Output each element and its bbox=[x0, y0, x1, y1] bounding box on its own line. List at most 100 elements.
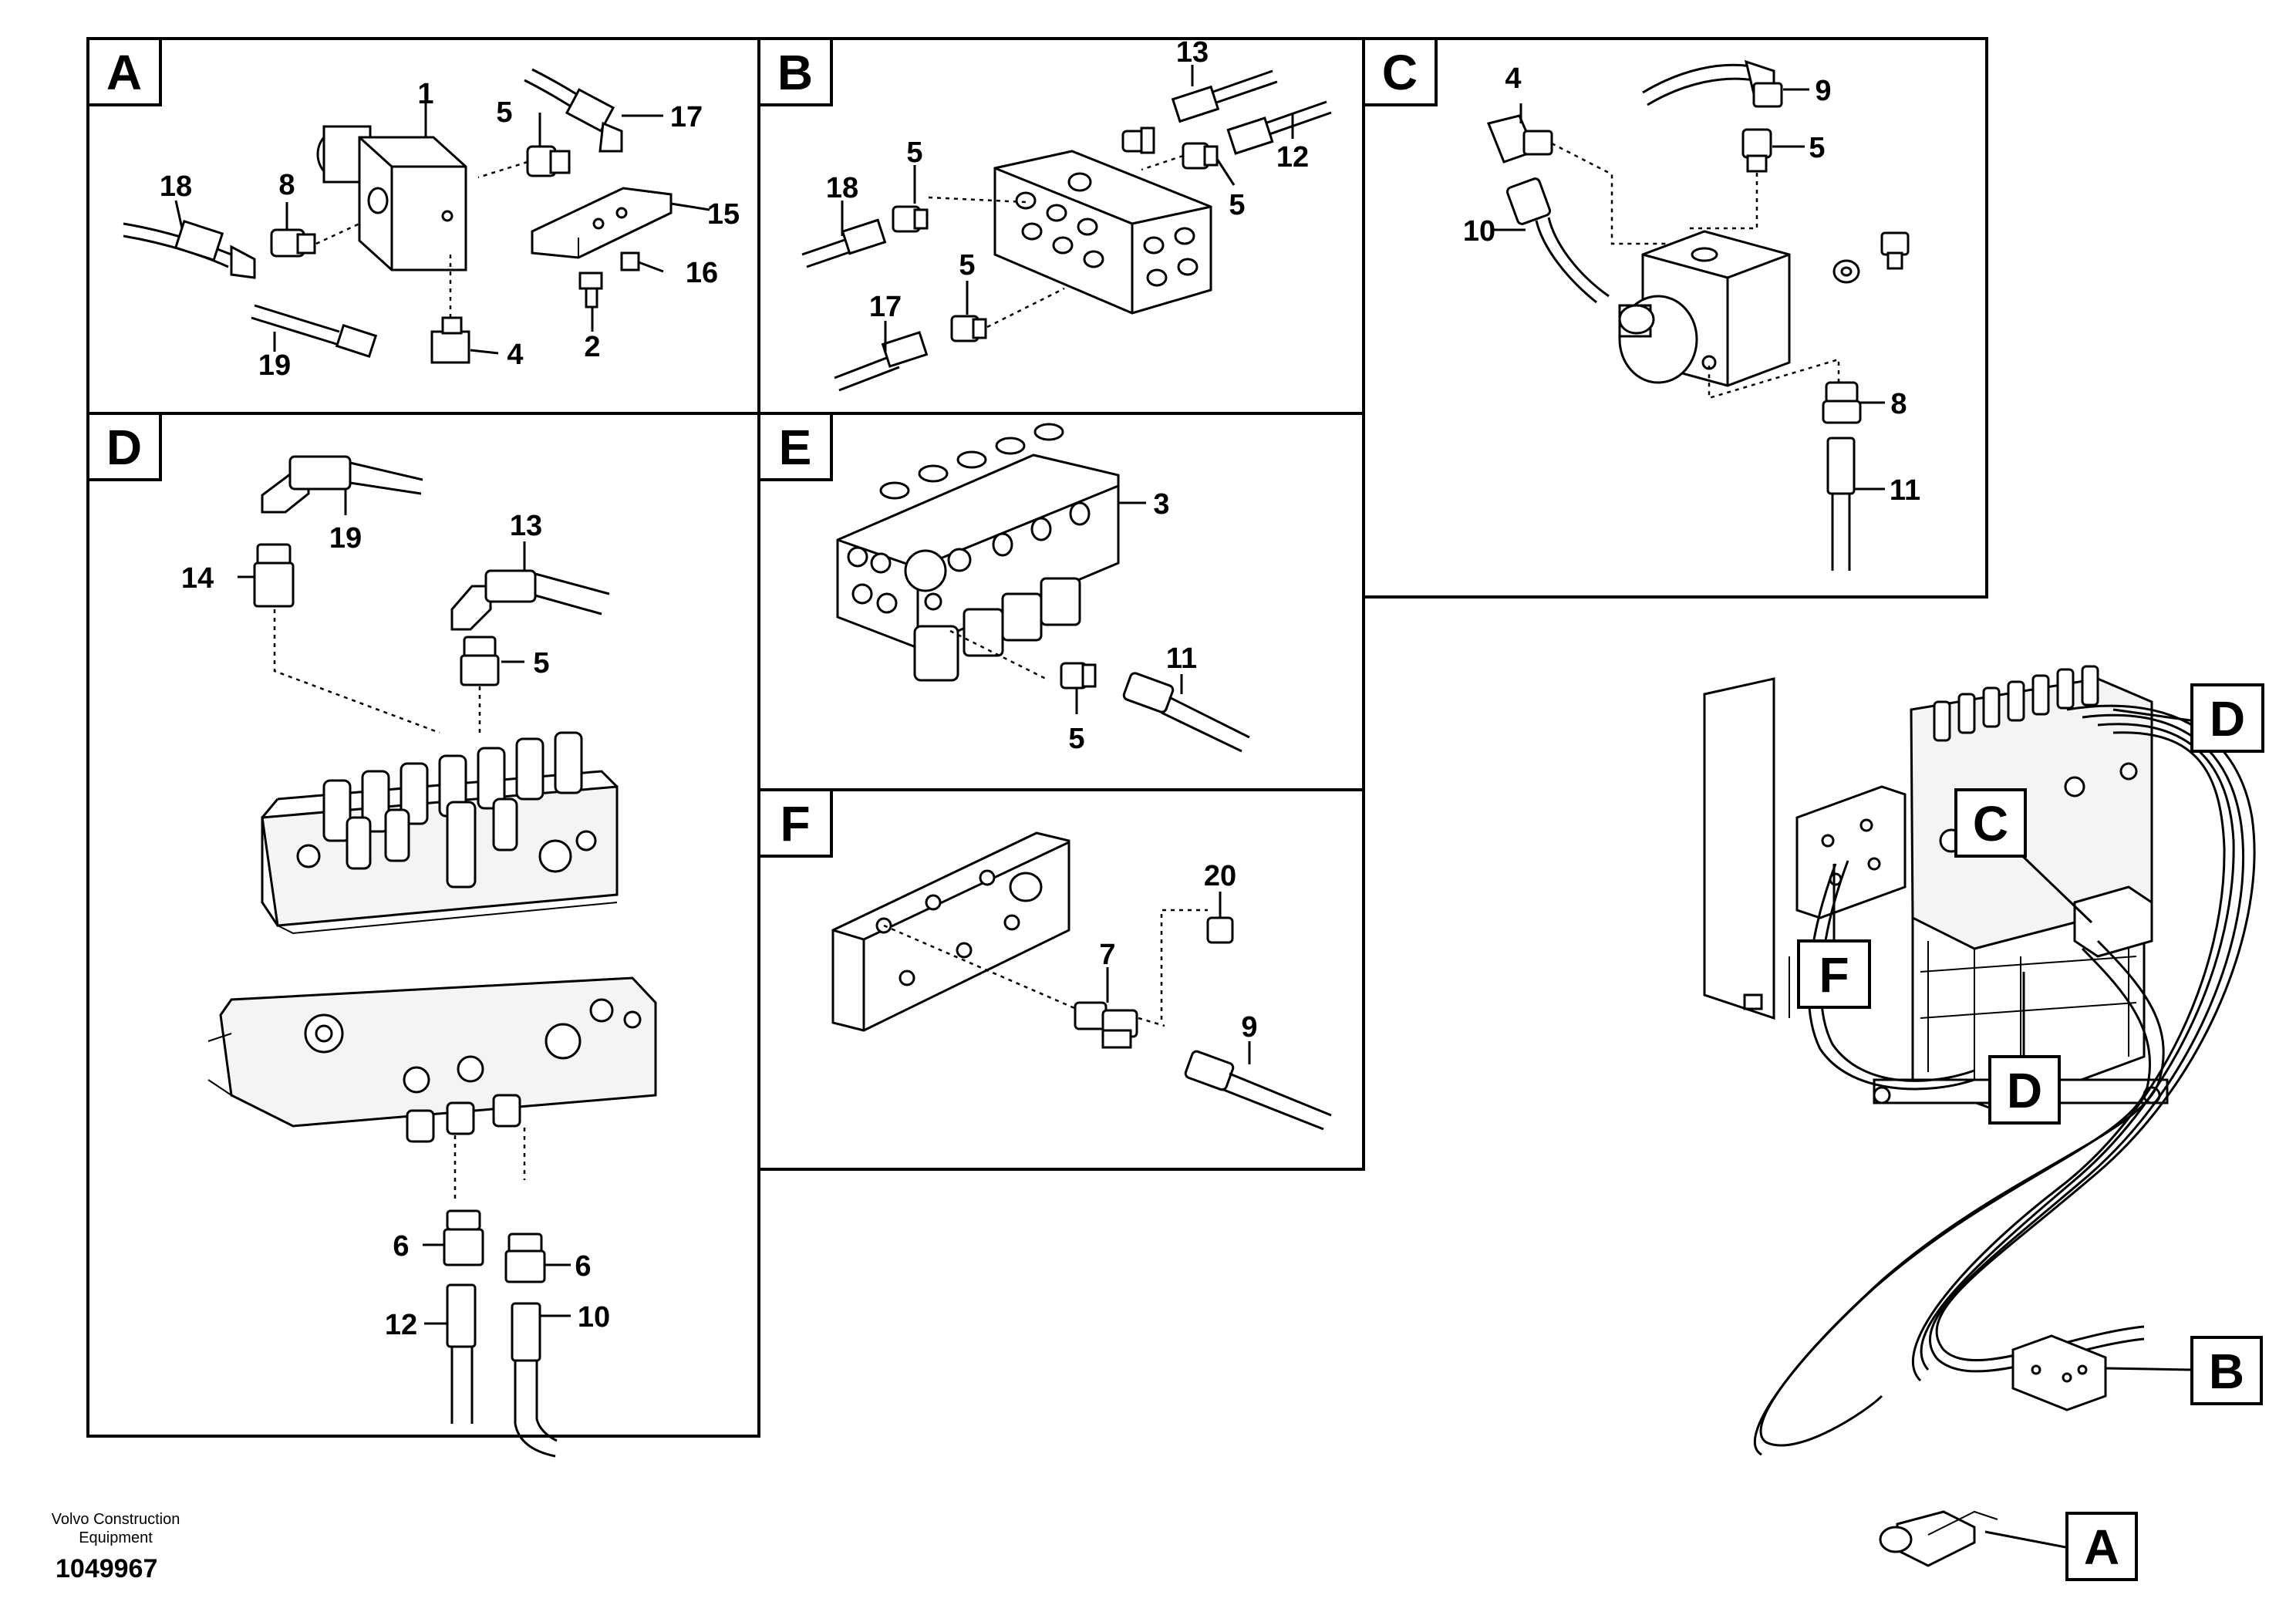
callout-d-bottom: D bbox=[1988, 972, 2061, 1125]
hose-11-c bbox=[1826, 437, 1885, 571]
fitting-5-d bbox=[460, 636, 524, 733]
label-d-14: 14 bbox=[181, 562, 214, 595]
label-c-4: 4 bbox=[1505, 62, 1521, 95]
panel-e: E bbox=[757, 412, 1250, 755]
label-d-6-left: 6 bbox=[393, 1230, 409, 1263]
manifold-block-e bbox=[836, 423, 1146, 682]
screw-2 bbox=[578, 271, 603, 332]
callout-d-top: D bbox=[2112, 683, 2264, 753]
panel-e-letter-box: E bbox=[757, 412, 833, 481]
label-d-12: 12 bbox=[385, 1309, 417, 1341]
panel-a-letter-box: A bbox=[86, 37, 162, 106]
plug-c bbox=[1880, 231, 1910, 270]
panel-d: D bbox=[86, 412, 657, 1458]
screw-16 bbox=[620, 251, 664, 273]
label-a-19: 19 bbox=[258, 349, 291, 382]
hose-17-b bbox=[834, 331, 929, 392]
panel-e-letter: E bbox=[779, 420, 812, 475]
hose-17-a bbox=[524, 68, 623, 153]
label-a-8: 8 bbox=[278, 169, 295, 201]
label-a-15: 15 bbox=[707, 198, 740, 231]
panel-a: A bbox=[86, 37, 740, 382]
label-a-5: 5 bbox=[496, 96, 512, 129]
panel-d-letter: D bbox=[106, 420, 142, 475]
svg-text:A: A bbox=[2084, 1519, 2119, 1575]
label-a-16: 16 bbox=[686, 257, 718, 289]
label-c-8: 8 bbox=[1890, 388, 1907, 420]
fitting-5-b-left bbox=[892, 196, 1027, 233]
label-d-19: 19 bbox=[329, 522, 362, 555]
panel-c: C bbox=[1362, 37, 1920, 571]
panel-f: F bbox=[757, 788, 1332, 1131]
hose-18 bbox=[123, 219, 256, 279]
label-b-12: 12 bbox=[1276, 141, 1309, 174]
fitting-5-c bbox=[1689, 128, 1805, 230]
label-d-13: 13 bbox=[510, 510, 542, 542]
label-b-5-lower: 5 bbox=[959, 249, 975, 282]
hose-10-c bbox=[1493, 177, 1610, 304]
label-e-5: 5 bbox=[1068, 723, 1084, 755]
label-d-10: 10 bbox=[578, 1301, 610, 1334]
panel-f-letter-box: F bbox=[757, 788, 833, 858]
hose-19-d bbox=[261, 455, 423, 515]
label-e-11: 11 bbox=[1166, 642, 1197, 675]
label-a-17: 17 bbox=[670, 101, 703, 133]
panel-frames bbox=[86, 37, 1988, 1438]
label-a-18: 18 bbox=[160, 170, 192, 203]
fitting-5-b-lower bbox=[950, 287, 1065, 342]
svg-text:D: D bbox=[2007, 1063, 2042, 1118]
label-a-1: 1 bbox=[417, 78, 433, 110]
adapter-8 bbox=[270, 228, 316, 258]
hose-9-c bbox=[1642, 59, 1809, 108]
sensor-4-a bbox=[430, 255, 499, 364]
label-f-7: 7 bbox=[1099, 939, 1115, 971]
panel-d-letter-box: D bbox=[86, 412, 162, 481]
fitting-5-b-right bbox=[1141, 142, 1219, 171]
fitting-top-b bbox=[1121, 126, 1155, 154]
hose-11-e bbox=[1122, 672, 1250, 753]
solenoid-valve bbox=[316, 125, 467, 271]
label-a-4: 4 bbox=[507, 339, 523, 371]
hose-13-d bbox=[450, 541, 610, 631]
control-valve-upper bbox=[261, 731, 619, 935]
bracket-15 bbox=[531, 187, 710, 259]
cap-20 bbox=[1206, 892, 1234, 944]
brand-label: Volvo Construction Equipment bbox=[51, 1511, 180, 1546]
valve-block-c bbox=[1618, 230, 1791, 387]
label-b-18: 18 bbox=[826, 172, 858, 204]
label-c-11: 11 bbox=[1890, 474, 1920, 507]
label-c-5: 5 bbox=[1809, 132, 1825, 164]
svg-text:F: F bbox=[1819, 947, 1849, 1003]
fitting-6-d-left bbox=[423, 1209, 484, 1266]
hose-12-d bbox=[424, 1283, 477, 1424]
washer-c bbox=[1832, 259, 1860, 284]
callout-b: B bbox=[2105, 1336, 2263, 1405]
drawing-number: 1049967 bbox=[56, 1554, 158, 1583]
label-d-5: 5 bbox=[533, 647, 549, 679]
label-b-5-left: 5 bbox=[906, 137, 922, 169]
label-f-9: 9 bbox=[1241, 1011, 1257, 1044]
callout-a: A bbox=[1984, 1512, 2138, 1581]
label-b-5-right: 5 bbox=[1229, 189, 1245, 221]
hose-12-b bbox=[1226, 100, 1332, 155]
panel-b: B bbox=[757, 36, 1332, 392]
manifold-block-b bbox=[993, 150, 1212, 315]
svg-text:C: C bbox=[1973, 796, 2008, 851]
panel-b-letter: B bbox=[777, 45, 813, 100]
svg-text:B: B bbox=[2209, 1344, 2244, 1399]
sensor-4-c bbox=[1486, 103, 1689, 245]
fitting-5-a bbox=[526, 145, 571, 177]
label-e-3: 3 bbox=[1153, 488, 1169, 521]
label-c-9: 9 bbox=[1815, 75, 1831, 107]
label-f-20: 20 bbox=[1204, 860, 1236, 892]
overview-assembly bbox=[1703, 665, 2256, 1567]
hose-13-b bbox=[1171, 69, 1278, 123]
label-b-17: 17 bbox=[869, 291, 902, 323]
hose-9-f bbox=[1184, 1041, 1332, 1131]
label-a-2: 2 bbox=[584, 331, 600, 363]
svg-text:D: D bbox=[2210, 691, 2245, 747]
hose-19-a bbox=[251, 304, 378, 359]
label-d-6-right: 6 bbox=[575, 1250, 591, 1283]
control-valve-lower bbox=[207, 976, 657, 1203]
panel-c-letter-box: C bbox=[1362, 37, 1438, 106]
